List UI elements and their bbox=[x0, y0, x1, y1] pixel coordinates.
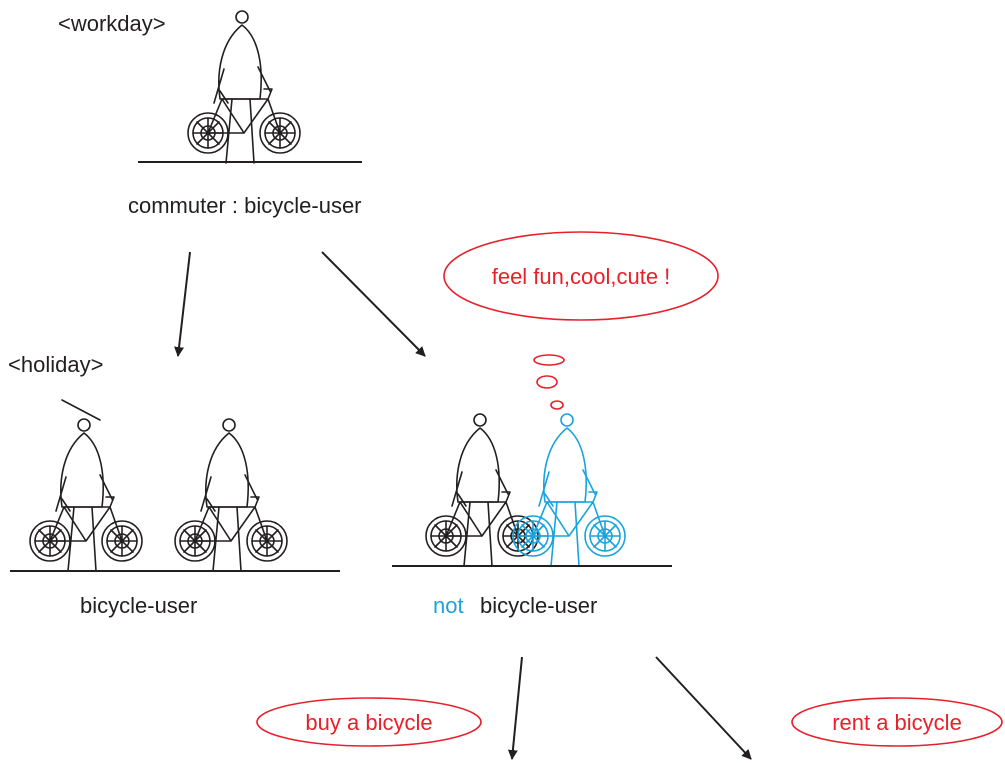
arrow-to-buy bbox=[507, 656, 523, 760]
thought-bubble-feel bbox=[443, 231, 719, 321]
not-label: not bbox=[433, 593, 464, 618]
arrow-to-rent bbox=[655, 656, 752, 760]
arrow-to-holiday bbox=[174, 251, 191, 357]
buy-bubble bbox=[256, 697, 482, 747]
buy-text: buy a bicycle bbox=[305, 710, 432, 735]
holiday-label: <holiday> bbox=[8, 352, 103, 377]
commuter-label: commuter : bicycle-user bbox=[128, 193, 362, 218]
commuter-cyclist-figure bbox=[187, 10, 301, 164]
holiday-cyclists-figure bbox=[29, 399, 288, 572]
thought-feel-text: feel fun,cool,cute ! bbox=[492, 264, 671, 289]
rent-bubble bbox=[791, 697, 1003, 747]
workday-label: <workday> bbox=[58, 11, 166, 36]
arrow-to-not-user bbox=[321, 251, 426, 357]
thought-dot-medium bbox=[536, 375, 558, 389]
holiday-user-label: bicycle-user bbox=[80, 593, 197, 618]
non-user-cyclists-figure bbox=[425, 413, 626, 567]
rent-text: rent a bicycle bbox=[832, 710, 962, 735]
thought-dot-small bbox=[550, 400, 564, 410]
thought-dot-large bbox=[533, 354, 565, 366]
not-user-label: bicycle-user bbox=[480, 593, 597, 618]
